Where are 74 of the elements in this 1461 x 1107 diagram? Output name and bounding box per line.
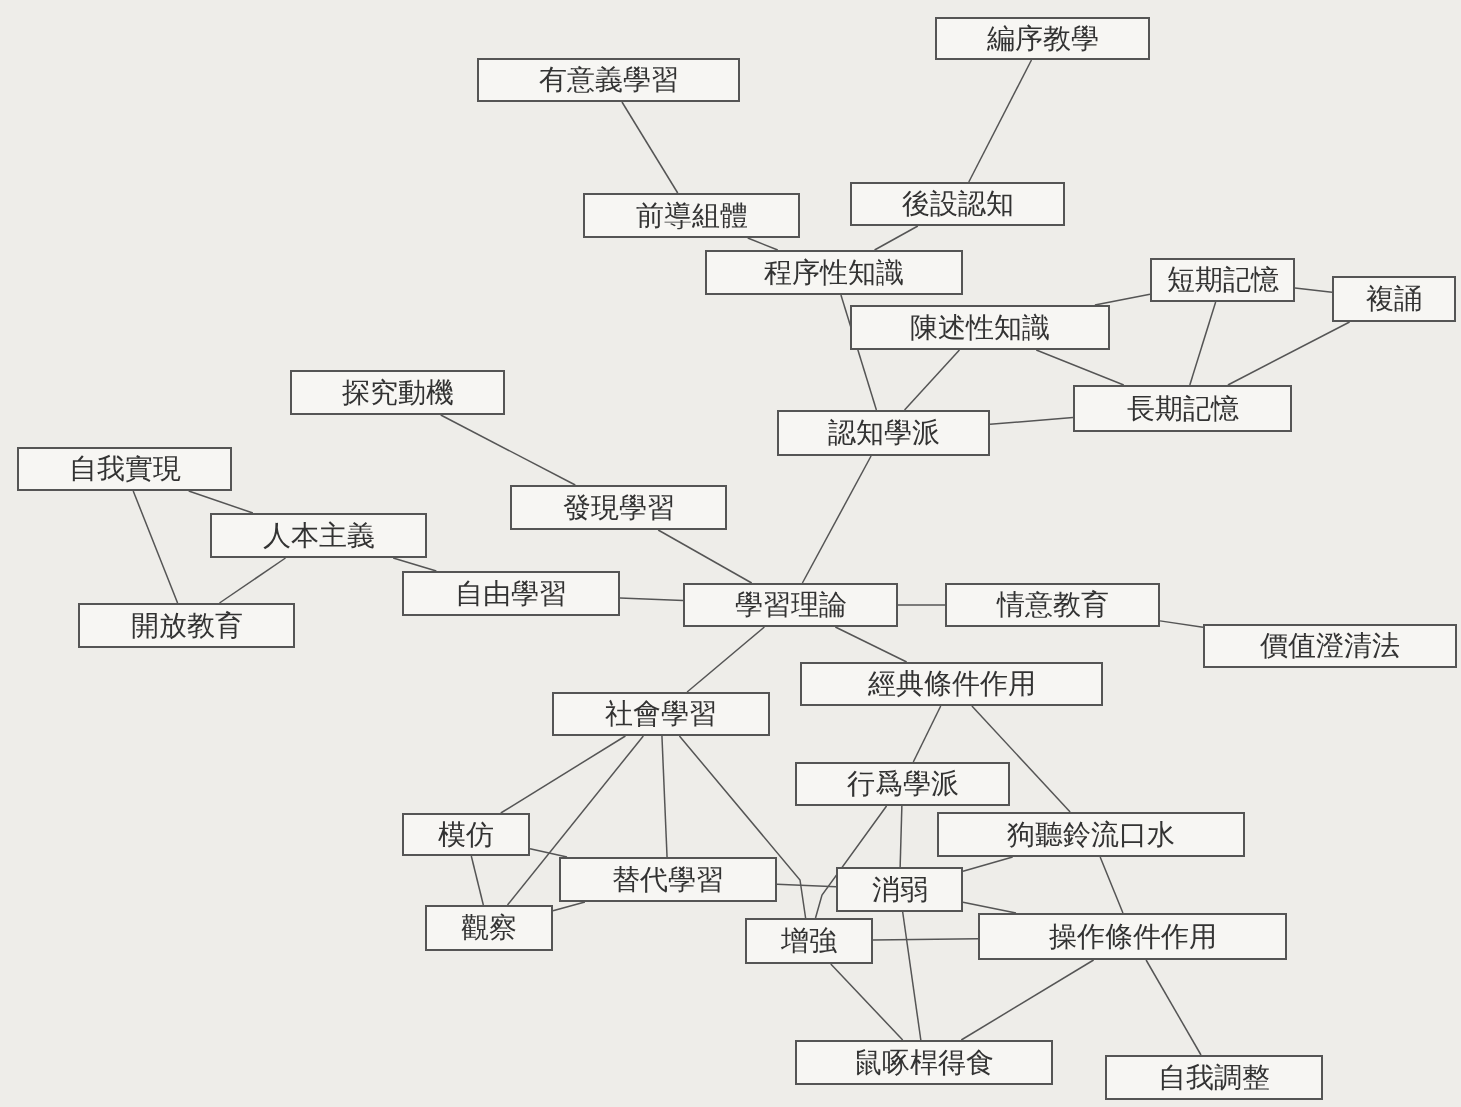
- connector-line: [1227, 321, 1351, 386]
- connector-line: [621, 101, 679, 194]
- connector-line: [619, 597, 684, 602]
- connector-line: [187, 490, 254, 514]
- connector-line: [1035, 349, 1125, 386]
- concept-box: 價值澄清法: [1203, 624, 1457, 668]
- concept-box: 經典條件作用: [800, 662, 1103, 706]
- concept-box: 前導組體: [583, 193, 800, 238]
- connector-line: [1094, 293, 1151, 306]
- connector-line: [1145, 959, 1202, 1056]
- concept-box: 行爲學派: [795, 762, 1010, 806]
- concept-box: 開放教育: [78, 603, 295, 648]
- concept-box: 發現學習: [510, 485, 727, 530]
- concept-box: 情意教育: [945, 583, 1160, 627]
- connector-line: [801, 455, 872, 584]
- connector-line: [686, 626, 766, 693]
- connector-line: [962, 856, 1014, 872]
- connector-line: [962, 901, 1017, 914]
- connector-line: [218, 557, 287, 604]
- connector-line: [814, 805, 888, 919]
- concept-box: 社會學習: [552, 692, 770, 736]
- connector-line: [132, 490, 179, 604]
- connector-line: [657, 529, 753, 584]
- connector-line: [500, 735, 627, 814]
- concept-box: 替代學習: [559, 857, 777, 902]
- connector-line: [872, 937, 979, 941]
- concept-box: 鼠啄桿得食: [795, 1040, 1053, 1085]
- connector-line: [678, 735, 807, 919]
- concept-box: 增強: [745, 918, 873, 964]
- connector-line: [989, 416, 1074, 425]
- connector-line: [552, 901, 586, 912]
- concept-box: 複誦: [1332, 276, 1456, 322]
- connector-line: [903, 349, 961, 411]
- concept-box: 認知學派: [777, 410, 990, 456]
- connector-line: [830, 963, 904, 1041]
- connector-line: [897, 604, 946, 606]
- concept-box: 自由學習: [402, 571, 620, 616]
- connector-line: [1099, 856, 1124, 914]
- concept-box: 狗聽鈴流口水: [937, 812, 1245, 857]
- concept-box: 短期記憶: [1150, 258, 1295, 302]
- concept-box: 陳述性知識: [850, 305, 1110, 350]
- concept-box: 學習理論: [683, 583, 898, 627]
- connector-line: [834, 626, 908, 663]
- concept-box: 自我調整: [1105, 1055, 1323, 1100]
- connector-line: [968, 59, 1033, 183]
- concept-box: 模仿: [402, 813, 530, 856]
- connector-line: [661, 735, 668, 858]
- connector-line: [971, 705, 1071, 813]
- connector-line: [912, 705, 942, 763]
- connector-line: [960, 959, 1095, 1041]
- concept-box: 有意義學習: [477, 58, 740, 102]
- concept-box: 人本主義: [210, 513, 427, 558]
- connector-line: [1294, 287, 1333, 293]
- concept-box: 消弱: [836, 867, 963, 912]
- connector-line: [440, 414, 576, 486]
- concept-box: 探究動機: [290, 370, 505, 415]
- connector-line: [506, 735, 645, 906]
- connector-line: [392, 557, 438, 572]
- concept-box: 觀察: [425, 905, 553, 951]
- connector-line: [1159, 620, 1204, 628]
- connector-line: [776, 883, 837, 888]
- connector-line: [873, 225, 919, 251]
- connector-line: [747, 237, 779, 251]
- connector-line: [470, 855, 485, 906]
- connector-line: [1189, 301, 1217, 386]
- concept-box: 操作條件作用: [978, 913, 1287, 960]
- concept-box: 自我實現: [17, 447, 232, 491]
- concept-box: 編序教學: [935, 17, 1150, 60]
- concept-box: 後設認知: [850, 182, 1065, 226]
- concept-box: 程序性知識: [705, 250, 963, 295]
- connector-line: [529, 848, 568, 858]
- concept-box: 長期記憶: [1073, 385, 1292, 432]
- connector-line: [901, 911, 922, 1041]
- connector-line: [899, 805, 903, 868]
